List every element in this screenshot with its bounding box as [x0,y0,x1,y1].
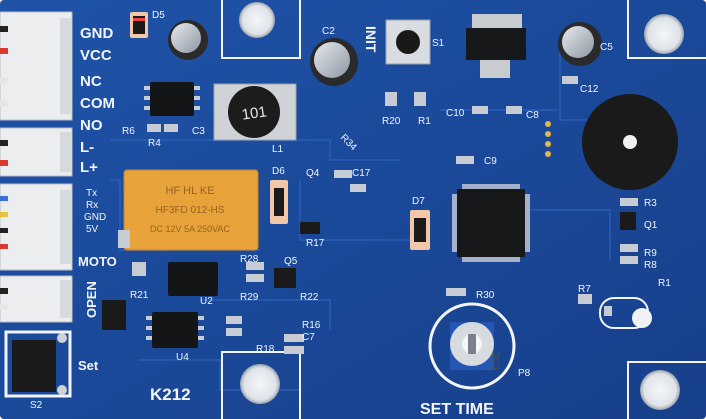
ref-r22: R22 [300,292,319,303]
ref-c12: C12 [580,84,599,95]
ref-d5: D5 [152,10,165,21]
ref-q1: Q1 [644,220,658,231]
init-button[interactable] [385,19,431,65]
ref-r18: R18 [256,344,275,355]
ref-r20: R20 [382,116,401,127]
ref-r7: R7 [578,284,591,295]
relay-line-2: HF3FD 012-HS [156,205,225,216]
ref-r9: R9 [644,248,657,259]
ic-u2 [168,262,218,296]
ref-c17: C17 [352,168,371,179]
set-time-potentiometer[interactable]: 203 [428,302,516,390]
capacitor-c-left [168,20,208,60]
capacitor-c5 [558,22,602,66]
set-switch-s2[interactable] [4,330,72,398]
ref-r30: R30 [476,290,495,301]
inductor-l1: 101 [213,83,297,141]
ref-d6: D6 [272,166,285,177]
label-set: Set [78,358,99,373]
copper-traces [110,40,611,391]
label-init: INIT [363,26,379,53]
mounting-holes [221,0,706,419]
label-l-plus: L+ [80,159,98,176]
pin-header [545,121,551,157]
label-gnd: GND [80,25,114,42]
led [599,297,652,329]
label-nc: NC [80,73,102,90]
ref-c3: C3 [192,126,205,137]
ref-r1-led: R1 [658,278,671,289]
ref-r29: R29 [240,292,259,303]
label-open: OPEN [84,281,99,318]
ref-u2: U2 [200,296,213,307]
ref-q5: Q5 [284,256,298,267]
smd-passives [102,76,638,354]
label-set-time: SET TIME [420,401,494,418]
buzzer [582,94,678,190]
label-5v: 5V [86,224,99,235]
ref-r17: R17 [306,238,325,249]
label-s1: S1 [432,38,445,49]
relay: HF HL KE HF3FD 012-HS DC 12V 5A 250VAC [123,169,259,251]
ref-r8: R8 [644,260,657,271]
ref-c10: C10 [446,108,465,119]
ic-u-top-left [150,82,194,116]
ref-r4: R4 [148,138,161,149]
label-com: COM [80,95,115,112]
ref-q4: Q4 [306,168,320,179]
label-moto: MOTO [78,254,117,269]
left-connectors [0,11,73,323]
label-no: NO [80,117,103,134]
board-name: K212 [150,385,191,404]
ref-c5: C5 [600,42,613,53]
voltage-regulator [466,14,526,78]
relay-line-1: HF HL KE [165,185,214,197]
ref-r1: R1 [418,116,431,127]
microcontroller [452,184,530,262]
ref-c2: C2 [322,26,335,37]
ref-c8: C8 [526,110,539,121]
ref-p8: P8 [518,368,531,379]
ref-l1: L1 [272,144,284,155]
label-s2: S2 [30,400,43,411]
label-vcc: VCC [80,47,112,64]
ic-u4 [152,312,198,348]
label-tx: Tx [86,188,97,199]
inductor-marking: 101 [241,103,268,123]
label-rx: Rx [86,200,98,211]
ref-c9: C9 [484,156,497,167]
label-l-minus: L- [80,139,94,156]
ref-r21: R21 [130,290,149,301]
ref-r3: R3 [644,198,657,209]
relay-line-3: DC 12V 5A 250VAC [150,224,230,234]
ref-r6: R6 [122,126,135,137]
ref-u4: U4 [176,352,189,363]
pot-marking: 203 [489,352,501,370]
label-uart-gnd: GND [84,212,106,223]
ref-r28: R28 [240,254,259,265]
ref-c7: C7 [302,332,315,343]
capacitor-c2 [310,38,358,86]
ref-r16: R16 [302,320,321,331]
ref-d7: D7 [412,196,425,207]
